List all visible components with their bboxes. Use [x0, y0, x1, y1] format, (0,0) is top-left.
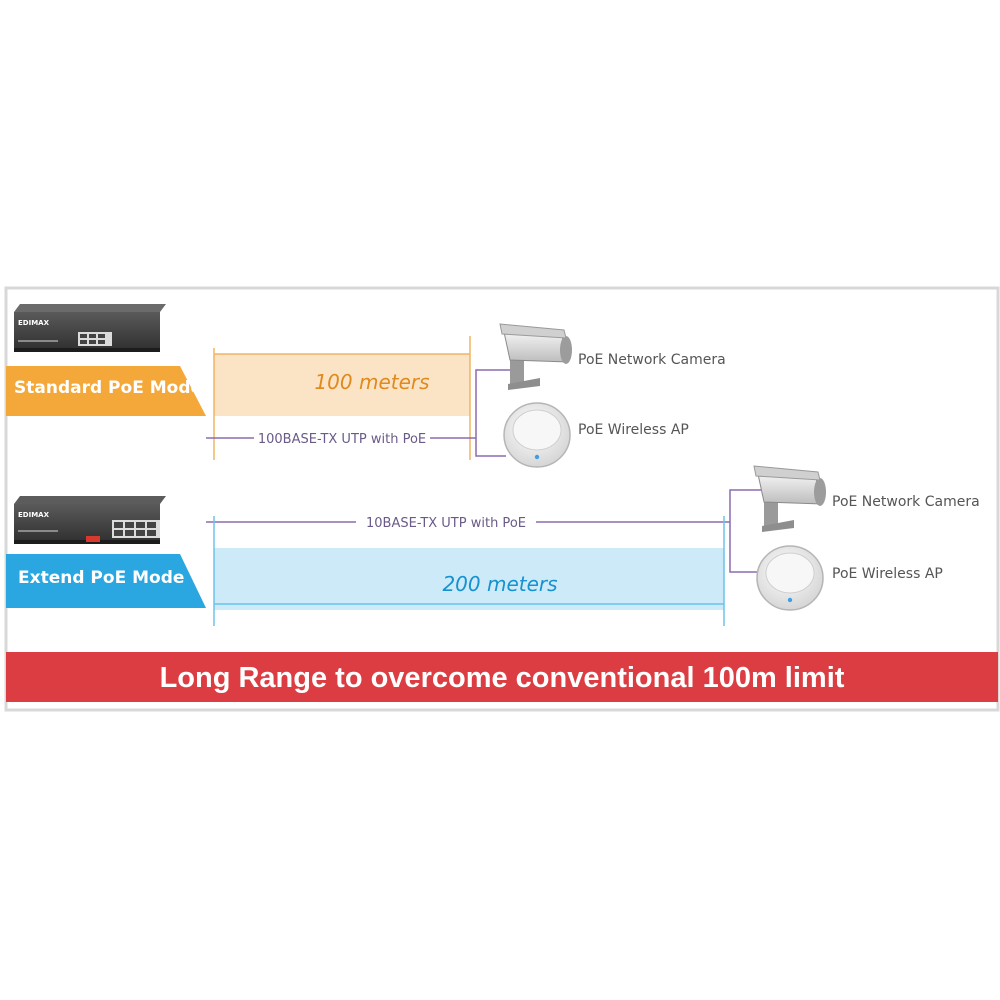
- extend-mode-label: Extend PoE Mode: [18, 568, 184, 588]
- standard-mode-tab: [6, 366, 206, 416]
- extend-cable-label: 10BASE-TX UTP with PoE: [366, 516, 526, 531]
- extend-switch-brand: EDIMAX: [18, 511, 50, 519]
- standard-branch-camera: [475, 369, 510, 438]
- standard-distance-label: 100 meters: [314, 370, 429, 394]
- range-banner: [6, 652, 998, 702]
- standard-switch-brand: EDIMAX: [18, 319, 50, 327]
- standard-distance-band: [214, 354, 470, 416]
- standard-mode-label: Standard PoE Mode: [14, 378, 202, 398]
- extend-ap-icon: [756, 545, 824, 611]
- standard-switch-icon: EDIMAX: [14, 304, 166, 352]
- extend-branch-ap: [729, 522, 758, 573]
- extend-switch-icon: EDIMAX: [14, 496, 166, 544]
- extend-distance-band: [214, 548, 724, 610]
- standard-camera-icon: [499, 323, 572, 390]
- standard-cable-label: 100BASE-TX UTP with PoE: [258, 432, 426, 447]
- extend-distance-label: 200 meters: [442, 572, 557, 596]
- extend-ap-label: PoE Wireless AP: [832, 566, 943, 582]
- standard-ap-label: PoE Wireless AP: [578, 422, 689, 438]
- extend-branch-camera: [729, 489, 762, 522]
- range-banner-text: Long Range to overcome conventional 100m…: [160, 662, 845, 694]
- standard-branch-ap: [475, 438, 506, 457]
- extend-mode-row: EDIMAX Extend PoE Mode 10BASE-TX UTP wit…: [6, 465, 980, 626]
- panel-frame: [4, 286, 1000, 712]
- extend-camera-icon: [753, 465, 826, 532]
- extend-camera-label: PoE Network Camera: [832, 494, 980, 510]
- standard-ap-icon: [503, 402, 571, 468]
- extend-mode-tab: [6, 554, 206, 608]
- standard-camera-label: PoE Network Camera: [578, 352, 726, 368]
- standard-mode-row: EDIMAX Standard PoE Mode 100 meters 100B…: [6, 304, 726, 468]
